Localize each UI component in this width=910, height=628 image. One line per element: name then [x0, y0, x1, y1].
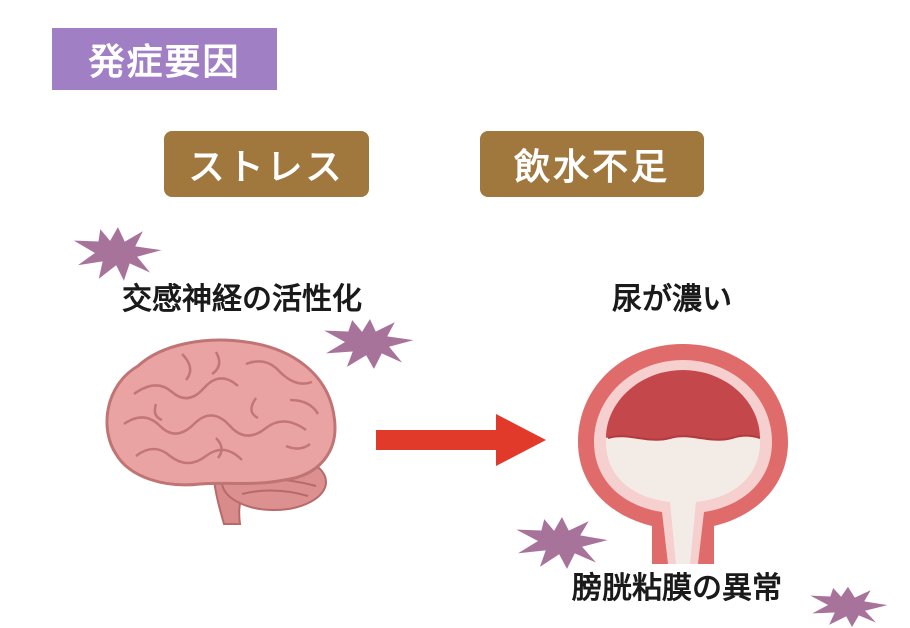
- burst-icon: [807, 585, 891, 628]
- title-badge: 発症要因: [52, 28, 277, 90]
- burst-icon: [321, 316, 417, 372]
- label-concentrated-urine: 尿が濃い: [612, 282, 732, 317]
- bladder-icon: [578, 344, 788, 564]
- label-bladder-mucosa-abnormality: 膀胱粘膜の異常: [572, 571, 782, 606]
- right-arrow-icon: [376, 414, 546, 466]
- burst-icon: [71, 224, 165, 284]
- burst-icon: [513, 514, 611, 572]
- cause-badge-dehydration: 飲水不足: [480, 131, 704, 197]
- label-sympathetic-activation: 交感神経の活性化: [122, 282, 362, 317]
- cause-badge-stress: ストレス: [164, 131, 369, 197]
- brain-icon: [105, 338, 337, 525]
